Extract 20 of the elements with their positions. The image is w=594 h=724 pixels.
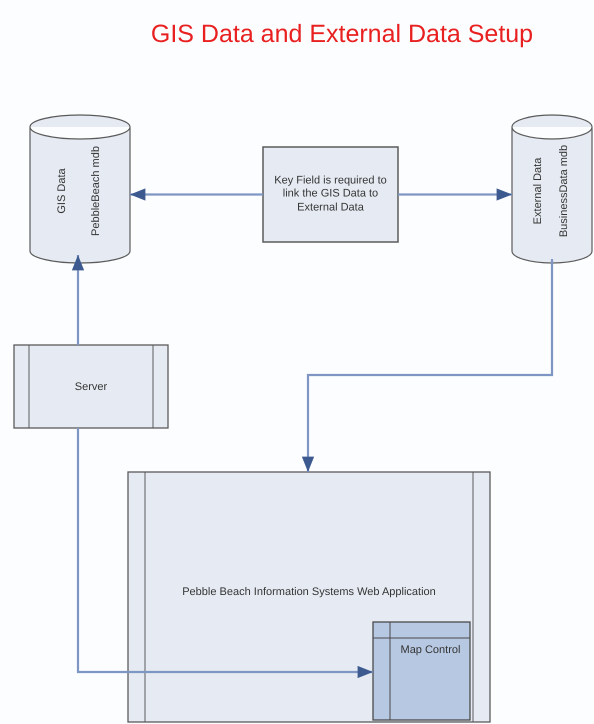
file-name: PebbleBeach mdb	[90, 145, 103, 238]
process-label: Pebble Beach Information Systems Web Application	[181, 584, 437, 600]
file-name: BusinessData mdb	[558, 144, 572, 240]
arrow	[76, 428, 373, 678]
database-label: GIS Data	[56, 167, 70, 216]
process-box	[14, 345, 168, 428]
arrow	[72, 255, 84, 345]
arrow	[302, 259, 554, 472]
component-label: Map Control	[400, 644, 462, 658]
database-label: External Data	[532, 156, 545, 226]
database-cylinder	[30, 115, 130, 263]
arrow	[398, 188, 512, 201]
note-box	[263, 147, 398, 242]
process-box	[128, 472, 490, 722]
database-cylinder	[512, 115, 592, 263]
process-label: Server	[74, 379, 108, 394]
diagram-title: GIS Data and External Data Setup	[150, 20, 534, 49]
note-text: Key Field is required to link the GIS Data to External Data	[273, 174, 388, 216]
component-box	[373, 622, 470, 720]
arrow	[130, 188, 263, 201]
